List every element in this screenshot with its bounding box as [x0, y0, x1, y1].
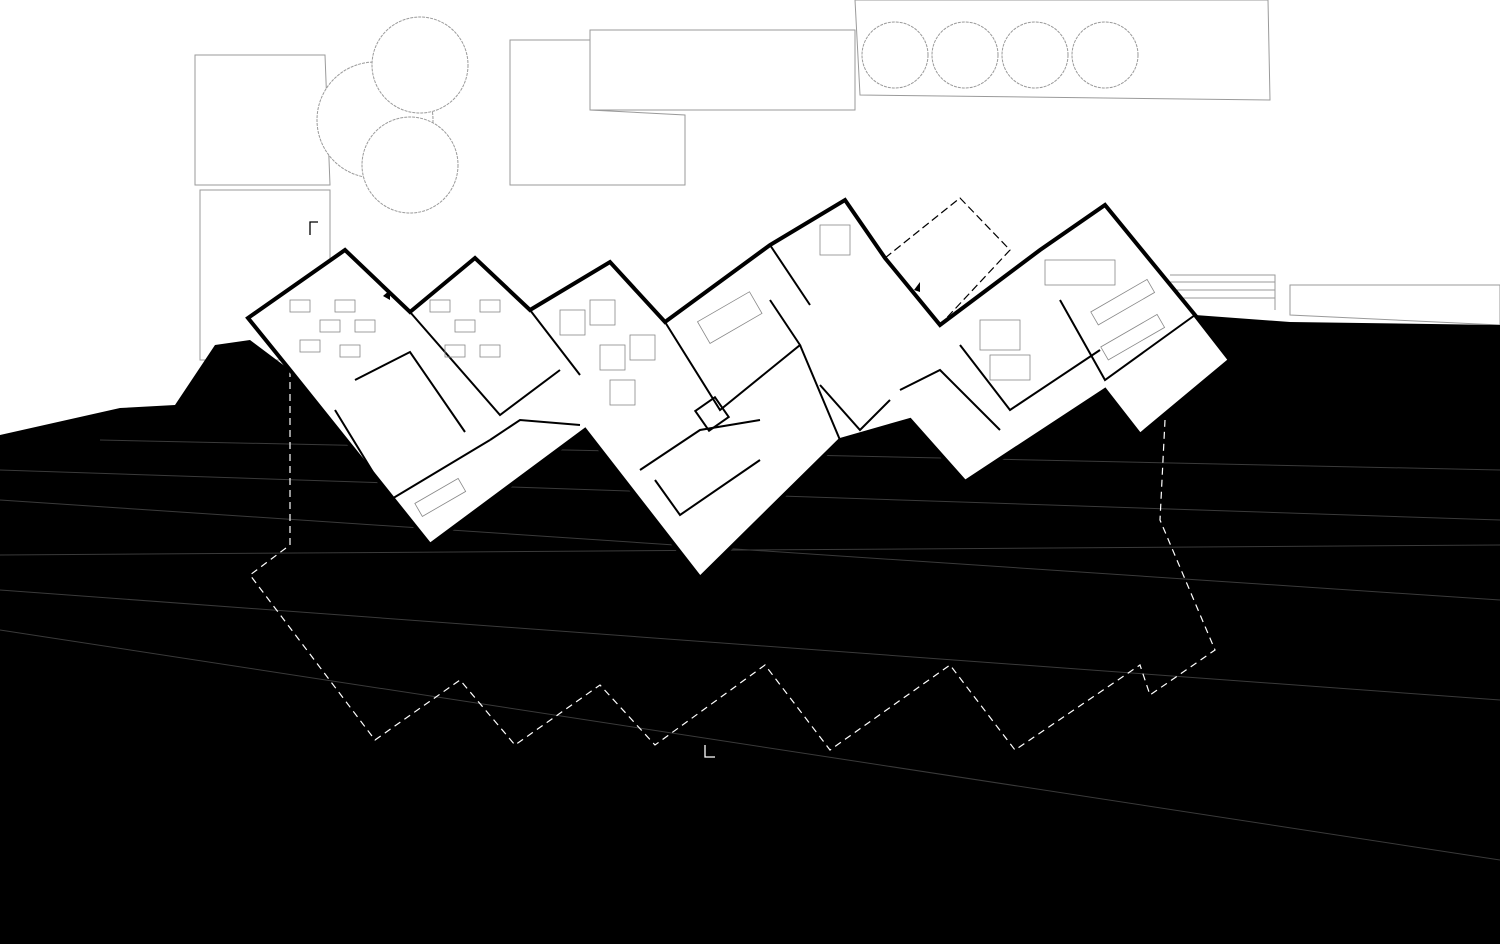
tree-symbol: [1001, 21, 1069, 89]
furniture: [289, 224, 1166, 517]
neighbour-plot: [509, 39, 686, 186]
building-plan: [245, 197, 1233, 582]
open-courtyard-dashed: [884, 197, 1011, 326]
entrance-triangle: [914, 282, 920, 292]
ground-section: [0, 315, 1500, 944]
site-context: [194, 0, 1500, 361]
footprint-outline-dashed: [249, 370, 1216, 751]
tree-symbol: [361, 116, 459, 214]
north-marker: [309, 221, 318, 235]
entrance-triangle: [383, 290, 390, 300]
tree-symbol: [931, 21, 999, 89]
neighbour-plot: [1289, 284, 1500, 326]
tree-symbol: [371, 16, 469, 114]
neighbour-plot: [589, 29, 856, 111]
tree-symbol: [1071, 21, 1139, 89]
neighbour-plot: [854, 0, 1271, 101]
neighbour-plot: [194, 54, 331, 186]
section-marker: [704, 745, 715, 758]
tree-symbol: [861, 21, 929, 89]
